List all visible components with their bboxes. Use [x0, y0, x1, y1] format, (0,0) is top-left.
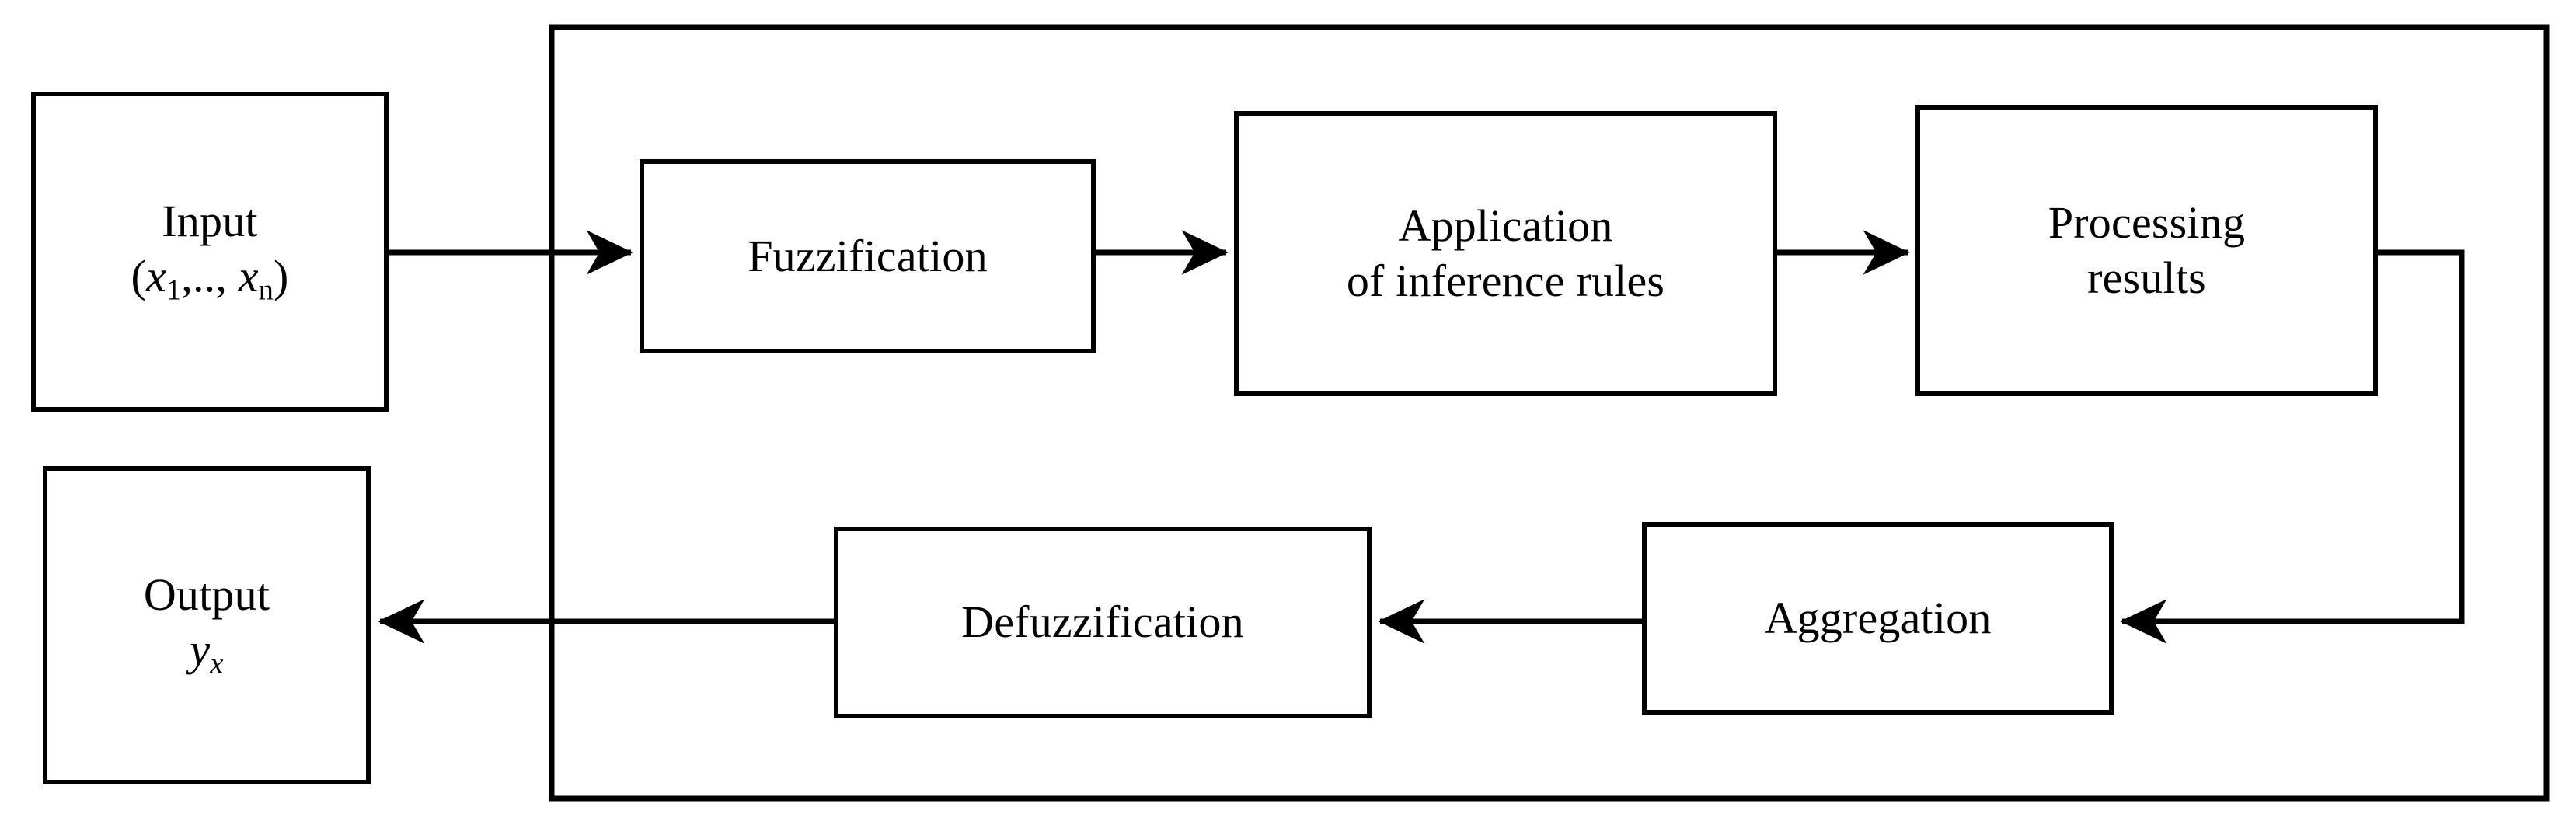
node-input-var-2: x — [238, 251, 259, 302]
node-processing[interactable]: Processing results — [1915, 105, 2378, 396]
node-fuzzification[interactable]: Fuzzification — [640, 159, 1096, 353]
node-output[interactable]: Output yx — [43, 466, 371, 784]
node-input-var-1: x — [145, 251, 166, 302]
node-output-line1: Output — [143, 569, 270, 621]
node-input-paren-close: ) — [274, 251, 289, 302]
node-input[interactable]: Input (x1,.., xn) — [31, 92, 389, 412]
node-aggregation-label: Aggregation — [1764, 592, 1992, 643]
node-input-sub-1: 1 — [166, 273, 182, 307]
node-input-paren-open: ( — [131, 251, 146, 302]
node-output-sub: x — [210, 647, 224, 680]
node-inference-label: Application of inference rules — [1346, 200, 1665, 306]
node-input-ellipsis: ,.., — [181, 251, 239, 302]
node-input-line2: (x1,.., xn) — [36, 249, 384, 308]
node-defuzzification-label: Defuzzification — [961, 597, 1244, 648]
node-output-var: y — [190, 624, 211, 676]
node-input-label: Input (x1,.., xn) — [36, 140, 384, 364]
edge-processing-to-aggregation — [2120, 249, 2465, 644]
node-output-label: Output yx — [47, 513, 366, 738]
node-output-line2: yx — [47, 623, 366, 682]
node-defuzzification[interactable]: Defuzzification — [834, 527, 1372, 718]
node-processing-label: Processing results — [2048, 197, 2246, 303]
outer-container-rect — [549, 24, 2550, 802]
node-fuzzification-label: Fuzzification — [748, 230, 988, 281]
node-input-line1: Input — [162, 196, 258, 247]
node-input-sub-2: n — [258, 273, 274, 307]
node-inference[interactable]: Application of inference rules — [1234, 111, 1777, 396]
node-aggregation[interactable]: Aggregation — [1642, 522, 2114, 715]
